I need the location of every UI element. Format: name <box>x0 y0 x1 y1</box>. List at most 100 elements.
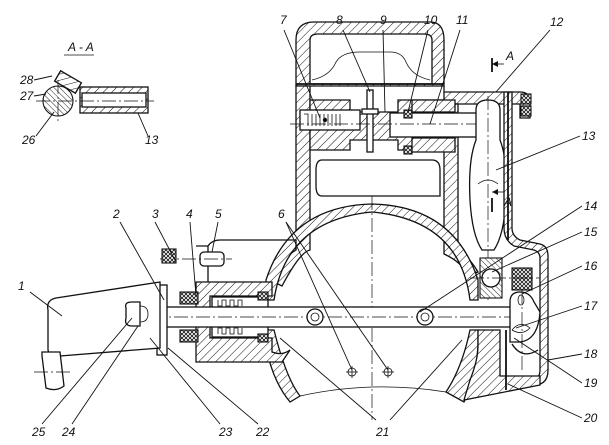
leader-6a <box>285 221 353 371</box>
callout-labels: 1 2 3 4 5 6 7 8 9 10 11 12 13 14 15 16 1… <box>18 13 599 439</box>
callout-1: 1 <box>18 279 25 293</box>
bolt-head-2 <box>520 105 532 117</box>
bearing-bottom <box>403 145 413 155</box>
callout-14: 14 <box>584 199 598 213</box>
rod-pin-1 <box>306 308 324 326</box>
section-marker-bottom: A <box>491 189 512 212</box>
section-view-a-a: A - A <box>36 40 154 122</box>
callout-4: 4 <box>186 207 193 221</box>
leader-18 <box>547 353 583 361</box>
fork-loop <box>511 324 531 333</box>
leader-8 <box>342 29 371 93</box>
clip <box>124 301 141 327</box>
pin-washer <box>361 108 379 115</box>
rod-pin-1-inner <box>310 312 320 322</box>
leader-22 <box>167 347 259 425</box>
leader-13 <box>495 135 581 171</box>
leader-13-section <box>137 112 149 137</box>
leader-23 <box>149 337 221 425</box>
callout-8: 8 <box>336 13 343 27</box>
callout-6: 6 <box>278 207 285 221</box>
leader-17 <box>515 305 583 329</box>
leader-9 <box>382 29 386 113</box>
spring-top <box>217 299 243 307</box>
leader-27 <box>33 93 47 97</box>
packing-top <box>179 291 199 305</box>
callout-18: 18 <box>584 347 598 361</box>
callout-12: 12 <box>550 15 564 29</box>
callout-9: 9 <box>380 13 387 27</box>
section-tube-bore <box>81 92 147 108</box>
chamber-top <box>265 203 479 301</box>
callout-13: 13 <box>582 129 596 143</box>
callout-7: 7 <box>280 13 288 27</box>
packing-bottom <box>179 329 199 343</box>
main-assembly <box>34 21 549 420</box>
leader-15 <box>491 231 583 273</box>
leader-19 <box>513 337 583 384</box>
fork-arc <box>511 343 539 355</box>
section-marker-letter: A <box>505 49 514 63</box>
seal-left-bottom <box>257 333 269 343</box>
leader-5 <box>211 221 219 253</box>
leader-24 <box>71 325 139 425</box>
web-window <box>315 159 441 197</box>
callout-15: 15 <box>584 225 598 239</box>
leader-26 <box>35 111 55 137</box>
bearing-housing-bottom <box>411 137 456 153</box>
adjusting-screw <box>299 109 361 131</box>
callout-22: 22 <box>255 425 270 439</box>
leader-10 <box>407 29 429 113</box>
callout-17: 17 <box>584 299 599 313</box>
leader-lines <box>29 29 583 425</box>
chamber-bottom-edge <box>299 386 447 397</box>
roller-bracket <box>511 267 533 291</box>
section-arrow-head <box>492 189 498 195</box>
callout-16: 16 <box>584 259 598 273</box>
rod-pin-2 <box>416 308 434 326</box>
leader-2 <box>119 221 165 301</box>
leader-12 <box>495 29 551 93</box>
handle <box>47 281 161 358</box>
section-screw <box>53 69 83 95</box>
callout-25: 25 <box>31 425 46 439</box>
callout-27: 27 <box>19 89 35 103</box>
leader-6b <box>285 221 389 371</box>
callout-11: 11 <box>456 13 468 27</box>
callout-13-section: 13 <box>145 133 159 147</box>
leader-7 <box>283 29 321 119</box>
section-view-title: A - A <box>67 40 94 54</box>
leader-1 <box>29 291 63 317</box>
callout-24: 24 <box>61 425 76 439</box>
bolt-head <box>520 93 532 105</box>
callout-26: 26 <box>21 133 36 147</box>
clip-ring <box>139 305 149 323</box>
pin <box>366 89 374 153</box>
leader-20 <box>507 383 583 419</box>
leader-28 <box>33 75 53 81</box>
spring-bottom <box>217 327 243 335</box>
callout-10: 10 <box>424 13 438 27</box>
lower-right-base <box>463 329 541 401</box>
top-cover-cavity <box>309 33 433 85</box>
callout-2: 2 <box>112 207 120 221</box>
leader-16 <box>521 265 583 295</box>
fork-hole <box>517 294 525 306</box>
section-arrow-head <box>492 61 498 67</box>
callout-5: 5 <box>215 207 222 221</box>
bearing-housing-top <box>411 99 456 113</box>
callout-23: 23 <box>218 425 233 439</box>
callout-19: 19 <box>584 376 598 390</box>
leader-4 <box>189 221 197 297</box>
handle-grip <box>41 351 65 391</box>
leader-14 <box>419 205 583 313</box>
seal-left-top <box>257 291 269 301</box>
leader-25 <box>41 317 133 425</box>
fork-end <box>509 291 541 343</box>
rod-pin-2-inner <box>420 312 430 322</box>
callout-21: 21 <box>375 425 389 439</box>
leader-21a <box>279 337 377 421</box>
leader-11 <box>429 29 461 125</box>
membrane <box>311 51 431 81</box>
